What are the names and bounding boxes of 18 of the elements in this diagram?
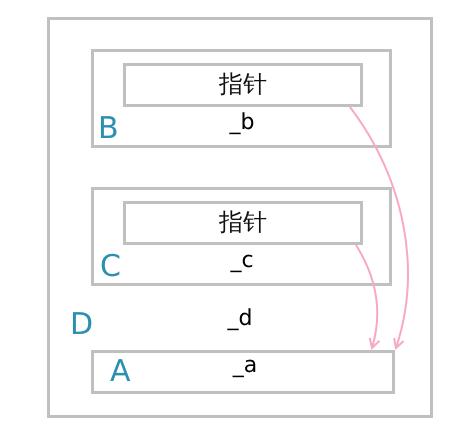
variable-name: _b	[230, 112, 254, 134]
box-letter: D	[70, 310, 94, 340]
pointer-box	[123, 201, 363, 245]
pointer-box	[123, 63, 363, 107]
variable-box	[91, 350, 395, 394]
variable-box	[47, 17, 433, 418]
variable-box	[91, 187, 392, 286]
box-letter: B	[98, 114, 119, 144]
box-letter: A	[110, 357, 131, 387]
variable-name: _a	[232, 355, 258, 377]
variable-name: _d	[228, 308, 252, 330]
variable-box	[91, 49, 392, 148]
variable-name: _c	[230, 250, 254, 272]
pointer-label: 指针	[219, 210, 267, 234]
arrow	[349, 106, 409, 349]
pointer-label: 指针	[219, 72, 267, 96]
arrow	[355, 244, 380, 349]
box-letter: C	[100, 252, 121, 282]
